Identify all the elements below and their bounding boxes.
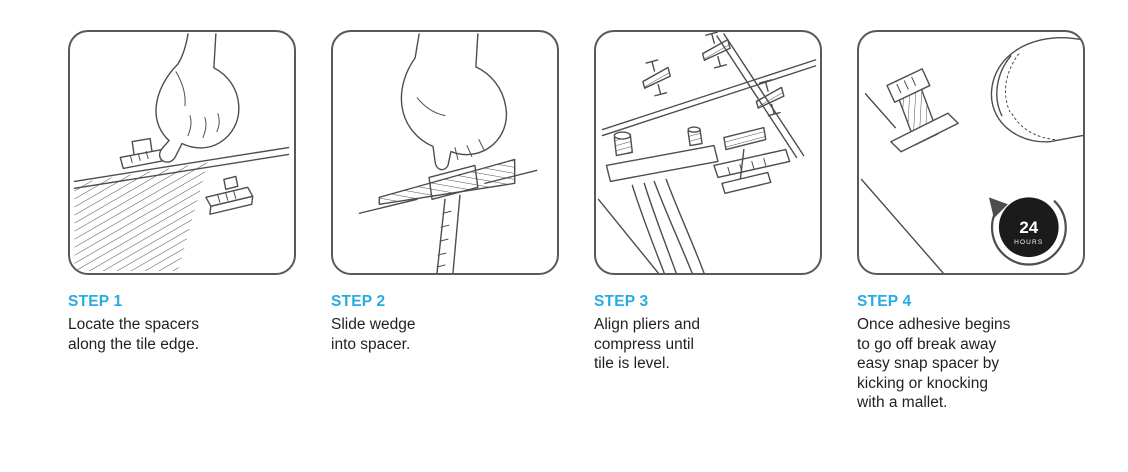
tile-edge-icon — [73, 146, 290, 272]
step-3-label: STEP 3 — [594, 293, 649, 310]
step-2-illustration — [358, 33, 538, 273]
badge-unit-text: HOURS — [1014, 239, 1043, 246]
step-1-description: Locate the spacers along the tile edge. — [68, 316, 199, 353]
wedge-spacer-icon — [755, 79, 785, 117]
floor-lines — [860, 93, 944, 273]
step-1-panel — [68, 30, 296, 275]
broken-spacer-icon — [886, 68, 959, 153]
step-3-panel — [594, 30, 822, 275]
steps-row: STEP 1 Locate the spacers along the tile… — [68, 30, 1085, 413]
shoe-icon — [990, 37, 1083, 143]
step-1-illustration — [73, 33, 290, 272]
step-4-illustration: 24 HOURS — [860, 37, 1083, 273]
step-2-panel — [331, 30, 559, 275]
compressed-spacer-icon — [721, 126, 772, 195]
badge-value-text: 24 — [1019, 218, 1038, 237]
step-4-label: STEP 4 — [857, 293, 912, 310]
spacer-strap-icon — [428, 164, 479, 273]
24-hours-badge: 24 HOURS — [988, 197, 1067, 266]
step-2: STEP 2 Slide wedge into spacer. — [331, 30, 559, 413]
wedge-spacer-icon — [701, 32, 731, 69]
tile-spacer-icon — [119, 137, 166, 170]
hand-icon — [155, 33, 240, 163]
loose-spacer-icon — [205, 175, 254, 215]
step-1-label: STEP 1 — [68, 293, 123, 310]
step-2-description: Slide wedge into spacer. — [331, 316, 416, 353]
pliers-icon — [605, 126, 791, 273]
badge-arrow-icon — [988, 197, 1008, 219]
wedge-icon — [378, 158, 516, 205]
wedge-spacer-icon — [642, 59, 672, 97]
step-4: 24 HOURS STEP 4 Once adhesive begins to … — [857, 30, 1085, 413]
step-3: STEP 3 Align pliers and compress until t… — [594, 30, 822, 413]
step-3-illustration — [597, 32, 817, 273]
hand-icon — [400, 33, 508, 171]
step-3-description: Align pliers and compress until tile is … — [594, 316, 700, 372]
grout-lines — [597, 33, 817, 273]
step-1: STEP 1 Locate the spacers along the tile… — [68, 30, 296, 413]
step-4-panel: 24 HOURS — [857, 30, 1085, 275]
step-2-label: STEP 2 — [331, 293, 386, 310]
step-4-description: Once adhesive begins to go off break awa… — [857, 316, 1011, 411]
